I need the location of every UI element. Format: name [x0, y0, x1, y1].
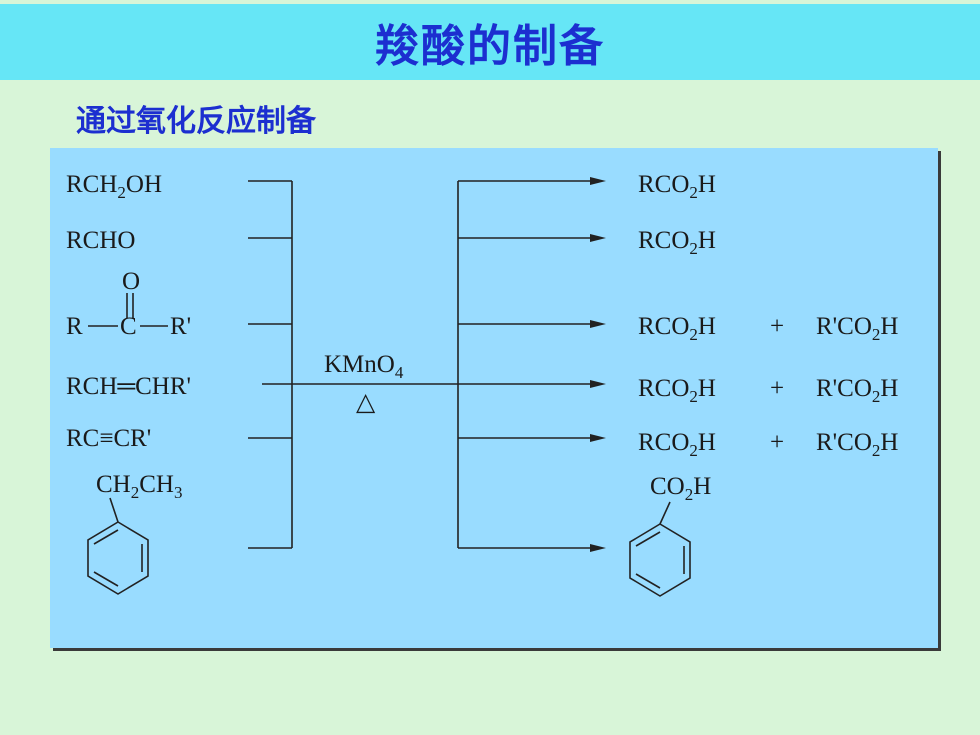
reaction-scheme-panel: RCH2OH RCHO O R C R' RCH═CHR' RC≡CR' CH2…	[50, 148, 938, 648]
ethyl-group: CH2CH3	[96, 471, 182, 502]
ethyl-ring-bond	[109, 497, 119, 523]
ketone-r2: R'	[170, 313, 191, 340]
plus-sign-3: +	[770, 429, 784, 456]
reagent-kmno4: KMnO4	[324, 351, 404, 382]
slide-title: 羧酸的制备	[375, 21, 605, 72]
ketone-r1: R	[66, 313, 83, 340]
reaction-scheme: RCH2OH RCHO O R C R' RCH═CHR' RC≡CR' CH2…	[66, 171, 898, 597]
reactant-bracket	[248, 180, 293, 549]
product-acid-2: RCO2H	[638, 227, 716, 258]
product-acid-3b: R'CO2H	[816, 313, 898, 344]
product-acid-5: RCO2H	[638, 429, 716, 460]
reactant-alkene: RCH═CHR'	[66, 373, 191, 400]
product-acid-4: RCO2H	[638, 375, 716, 406]
slide-subtitle: 通过氧化反应制备	[76, 104, 316, 139]
plus-sign-2: +	[770, 375, 784, 402]
product-acid-3: RCO2H	[638, 313, 716, 344]
title-bar: 羧酸的制备	[0, 4, 980, 80]
ketone-carbon: C	[120, 313, 137, 340]
heat-symbol: △	[356, 389, 376, 416]
product-acid-4b: R'CO2H	[816, 375, 898, 406]
carboxyl-group: CO2H	[650, 473, 711, 504]
product-acid-1: RCO2H	[638, 171, 716, 202]
plus-sign-1: +	[770, 313, 784, 340]
reactant-aldehyde: RCHO	[66, 227, 135, 254]
ketone-oxygen: O	[122, 268, 140, 295]
benzene-ring-right	[629, 523, 691, 597]
product-bracket	[457, 180, 600, 549]
arrowheads	[590, 177, 606, 552]
carboxyl-ring-bond	[659, 501, 671, 525]
product-acid-5b: R'CO2H	[816, 429, 898, 460]
reactant-primary-alcohol: RCH2OH	[66, 171, 162, 202]
benzene-ring-left	[87, 521, 149, 595]
reactant-alkyne: RC≡CR'	[66, 425, 151, 452]
